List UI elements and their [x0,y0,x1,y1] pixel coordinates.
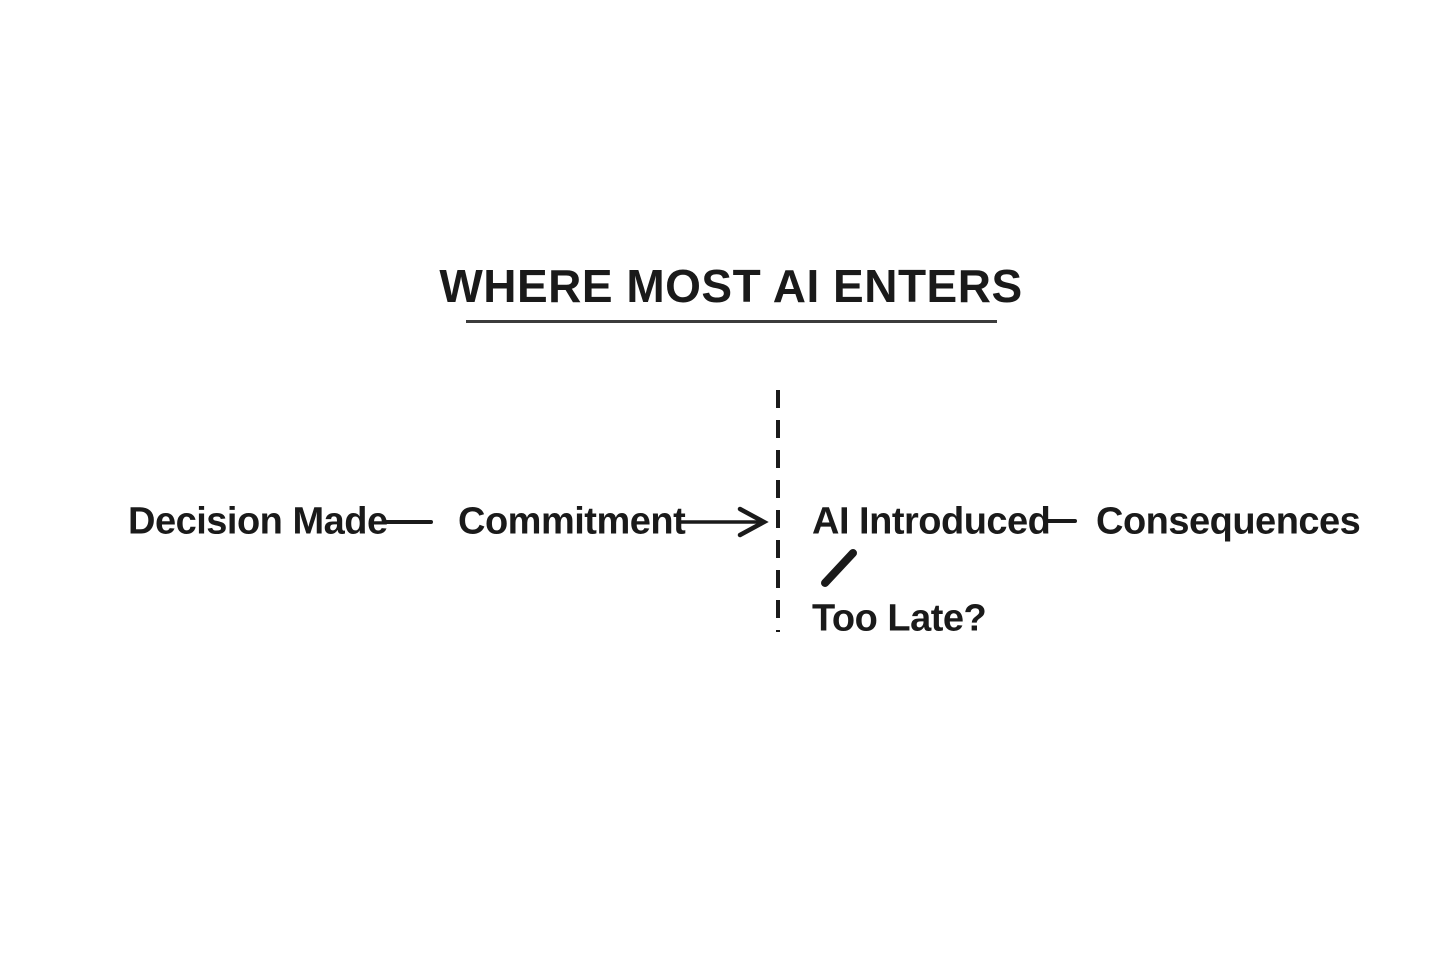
dashed-divider-line-icon [776,390,780,632]
slash-pointer-icon [821,549,857,587]
timeline-step-consequences: Consequences [1096,500,1361,543]
plain-line-connector-icon [382,520,433,524]
timeline-step-commitment: Commitment [458,500,686,543]
too-late-label: Too Late? [812,597,987,640]
title-underline [466,320,997,323]
timeline-step-ai-introduced: AI Introduced [812,500,1051,543]
page-title: WHERE MOST AI ENTERS [439,260,1023,312]
arrow-right-icon [678,506,769,538]
timeline-step-decision-made: Decision Made [128,500,388,543]
plain-line-connector-icon [1045,519,1077,523]
